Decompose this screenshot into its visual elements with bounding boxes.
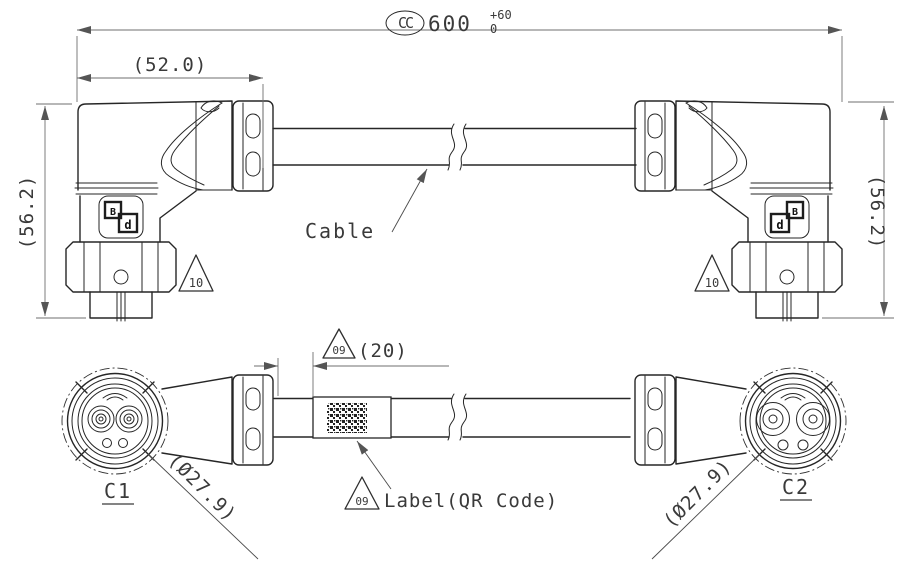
cable-callout: Cable — [305, 168, 428, 243]
label-callout-text: Label(QR Code) — [384, 490, 558, 512]
c2-diameter-callout: (Ø27.9) — [651, 453, 761, 560]
offset-triangle-note: 09 — [332, 344, 345, 357]
dimension-label-offset: 09 (20) — [254, 328, 449, 396]
bottom-view-faces: 09 (20) 09 Label(QR Code) C1 C2 (Ø27.9) … — [61, 328, 847, 560]
right-triangle-note: 10 — [705, 276, 719, 290]
overall-dim-tol-lower: 0 — [490, 22, 497, 36]
c1-label: C1 — [104, 479, 132, 503]
dimension-connector-length: (52.0) — [77, 54, 264, 168]
left-connector-side — [64, 99, 275, 323]
overall-dim-symbol: CC — [398, 14, 413, 32]
c1-pins — [87, 405, 143, 448]
left-marking-top: B — [110, 207, 116, 218]
right-marking-bottom: d — [776, 218, 783, 232]
cable-callout-text: Cable — [305, 219, 375, 243]
label-offset-text: (20) — [358, 340, 408, 362]
right-marking-top: B — [792, 207, 798, 218]
qr-code — [327, 403, 367, 433]
dimension-height-left: (56.2) — [16, 103, 86, 319]
c2-pins — [756, 402, 830, 451]
cable-bottom-view — [273, 393, 631, 441]
qr-label — [312, 396, 392, 439]
height-left-text: (56.2) — [16, 175, 38, 250]
right-connector-side — [633, 99, 844, 323]
dimension-height-right: (56.2) — [822, 101, 894, 319]
left-marking-bottom: d — [124, 218, 131, 232]
overall-dim-tol-upper: +60 — [490, 8, 512, 22]
c2-label: C2 — [782, 475, 810, 499]
top-view-side: B d B d 10 10 CC 600 +60 0 (52.0) (56.2) — [16, 8, 894, 323]
left-triangle-note: 10 — [189, 276, 203, 290]
connector-length-text: (52.0) — [133, 54, 208, 76]
label-callout: 09 Label(QR Code) — [344, 440, 558, 512]
c2-face-geometry — [634, 367, 847, 475]
cable-top-view — [272, 123, 637, 171]
c2-diameter-text: (Ø27.9) — [659, 455, 736, 532]
dimension-overall-length: CC 600 +60 0 — [76, 8, 843, 102]
label-triangle-note: 09 — [355, 495, 368, 508]
height-right-text: (56.2) — [866, 175, 888, 250]
c1-face-geometry — [61, 367, 274, 475]
overall-dim-value: 600 — [428, 12, 472, 36]
c1-diameter-text: (Ø27.9) — [164, 449, 241, 526]
